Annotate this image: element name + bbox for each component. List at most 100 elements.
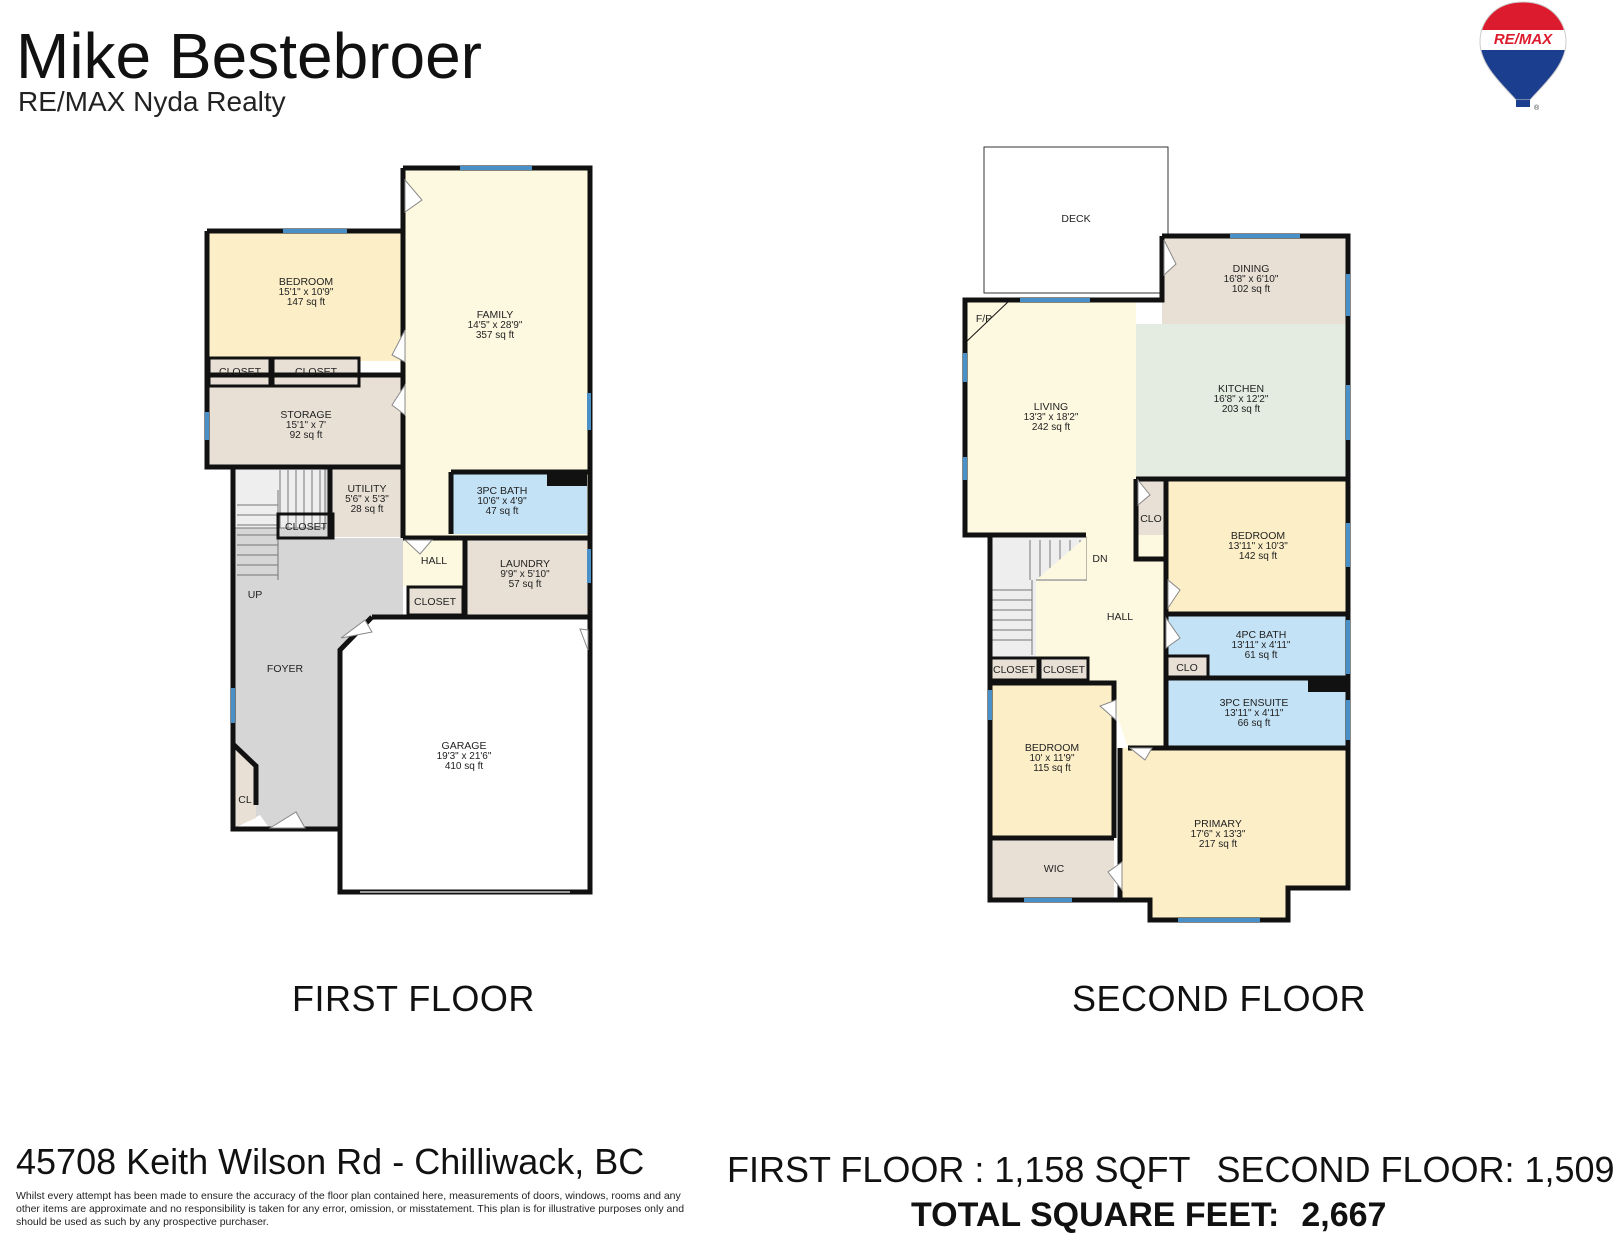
label-utility-area: 28 sq ft	[351, 504, 384, 515]
label-laundry-area: 57 sq ft	[509, 579, 542, 590]
room-bedroom-sf-1	[1166, 479, 1348, 614]
room-storage	[207, 375, 403, 467]
disclaimer: Whilst every attempt has been made to en…	[16, 1190, 685, 1228]
label-bedroom-sf-1-name: BEDROOM	[1231, 530, 1285, 542]
label-3pc-bath-area: 47 sq ft	[486, 506, 519, 517]
agency-name: RE/MAX Nyda Realty	[18, 86, 286, 117]
label-ensuite-name: 3PC ENSUITE	[1220, 697, 1289, 709]
label-garage-name: GARAGE	[442, 740, 487, 752]
room-primary	[1120, 748, 1348, 920]
room-living	[965, 300, 1136, 535]
doors-sf	[1099, 239, 1181, 892]
label-kitchen-area: 203 sq ft	[1222, 404, 1261, 415]
label-bedroom-sf-2-name: BEDROOM	[1025, 742, 1079, 754]
label-hall-ff: HALL	[421, 555, 447, 567]
room-dining	[1162, 236, 1348, 324]
stairs-ff	[234, 467, 326, 580]
label-garage-dims: 19'3" x 21'6"	[437, 751, 492, 762]
label-ensuite-area: 66 sq ft	[1238, 718, 1271, 729]
label-clo-2: CLO	[1176, 662, 1198, 674]
label-living-dims: 13'3" x 18'2"	[1024, 412, 1079, 423]
label-closet-ff-3: CLOSET	[285, 521, 328, 533]
label-kitchen-name: KITCHEN	[1218, 383, 1264, 395]
label-dining-area: 102 sq ft	[1232, 284, 1271, 295]
room-bedroom-ff	[207, 231, 403, 361]
bath-fixture-sf	[1308, 678, 1348, 692]
second-floor-plan: DECK DINING 16'8" x 6'10" 102 sq ft F/P …	[962, 146, 1351, 923]
second-floor-title: SECOND FLOOR	[1072, 978, 1367, 1019]
label-dining-dims: 16'8" x 6'10"	[1224, 274, 1279, 285]
label-utility-name: UTILITY	[347, 483, 386, 495]
closet-walls-sf	[988, 654, 1210, 682]
walls-ff	[204, 165, 593, 895]
label-3pc-bath-dims: 10'6" x 4'9"	[477, 496, 527, 507]
room-wic	[990, 838, 1114, 900]
label-4pc-bath-area: 61 sq ft	[1245, 650, 1278, 661]
label-storage-dims: 15'1" x 7'	[286, 420, 326, 431]
label-bedroom-sf-1-area: 142 sq ft	[1239, 551, 1278, 562]
label-closet-ff-1: CLOSET	[219, 366, 262, 378]
label-closet-ff-4: CLOSET	[414, 596, 457, 608]
room-clo-2	[1166, 656, 1208, 678]
label-dining-name: DINING	[1233, 263, 1270, 275]
total-sqft-label: TOTAL SQUARE FEET:	[911, 1196, 1280, 1234]
label-family-name: FAMILY	[477, 309, 514, 321]
label-utility-dims: 5'6" x 5'3"	[345, 494, 389, 505]
label-family-area: 357 sq ft	[476, 330, 515, 341]
closet-walls-ff	[207, 356, 465, 617]
label-hall-sf: HALL	[1107, 611, 1133, 623]
label-4pc-bath-name: 4PC BATH	[1236, 629, 1287, 641]
total-sqft: TOTAL SQUARE FEET: 2,667	[911, 1196, 1386, 1234]
label-3pc-bath-name: 3PC BATH	[477, 485, 528, 497]
label-living-name: LIVING	[1034, 401, 1068, 413]
property-address: 45708 Keith Wilson Rd - Chilliwack, BC	[16, 1141, 645, 1182]
label-living-area: 242 sq ft	[1032, 422, 1071, 433]
label-kitchen-dims: 16'8" x 12'2"	[1214, 394, 1269, 405]
doors-ff	[268, 178, 589, 829]
room-foyer	[233, 467, 403, 829]
label-dn: DN	[1092, 553, 1107, 565]
room-cl	[233, 744, 256, 828]
label-cl: CL	[238, 794, 252, 806]
label-bedroom-sf-1-dims: 13'11" x 10'3"	[1228, 541, 1288, 552]
windows-ff	[205, 166, 591, 893]
label-laundry-name: LAUNDRY	[500, 558, 550, 570]
label-storage-area: 92 sq ft	[290, 430, 323, 441]
label-foyer: FOYER	[267, 663, 304, 675]
label-4pc-bath-dims: 13'11" x 4'11"	[1232, 640, 1291, 651]
total-sqft-value: 2,667	[1301, 1196, 1387, 1234]
room-garage	[340, 620, 590, 892]
label-up: UP	[248, 589, 263, 601]
label-wic: WIC	[1044, 863, 1065, 875]
logo-text: RE/MAX	[1494, 31, 1553, 48]
room-deck	[983, 146, 1169, 294]
room-closet-sf-2	[1040, 658, 1088, 680]
label-laundry-dims: 9'9" x 5'10"	[500, 569, 550, 580]
label-bedroom-ff-name: BEDROOM	[279, 276, 333, 288]
label-primary-dims: 17'6" x 13'3"	[1191, 829, 1246, 840]
room-laundry	[465, 538, 589, 615]
first-floor-sqft: FIRST FLOOR : 1,158 SQFT	[727, 1149, 1191, 1190]
label-closet-sf-1: CLOSET	[993, 664, 1036, 676]
label-bedroom-sf-2-dims: 10' x 11'9"	[1030, 753, 1075, 764]
svg-text:®: ®	[1534, 104, 1540, 112]
first-floor-title: FIRST FLOOR	[292, 978, 535, 1019]
room-bedroom-sf-2	[990, 683, 1114, 838]
label-primary-name: PRIMARY	[1194, 818, 1242, 830]
label-clo-1: CLO	[1140, 513, 1162, 525]
label-garage-area: 410 sq ft	[445, 761, 484, 772]
room-closet-sf-1	[990, 658, 1038, 680]
room-closet-ff-4	[408, 587, 463, 615]
label-primary-area: 217 sq ft	[1199, 839, 1238, 850]
second-floor-sqft: SECOND FLOOR: 1,509	[1216, 1149, 1615, 1190]
label-ensuite-dims: 13'11" x 4'11"	[1225, 708, 1284, 719]
label-fp: F/P	[976, 313, 992, 325]
label-closet-ff-2: CLOSET	[295, 366, 338, 378]
agent-name: Mike Bestebroer	[16, 20, 482, 92]
bath-fixture-ff	[547, 472, 587, 486]
label-storage-name: STORAGE	[280, 409, 331, 421]
fireplace-line	[964, 299, 1011, 344]
label-family-dims: 14'5" x 28'9"	[468, 320, 523, 331]
label-bedroom-ff-dims: 15'1" x 10'9"	[279, 287, 334, 298]
